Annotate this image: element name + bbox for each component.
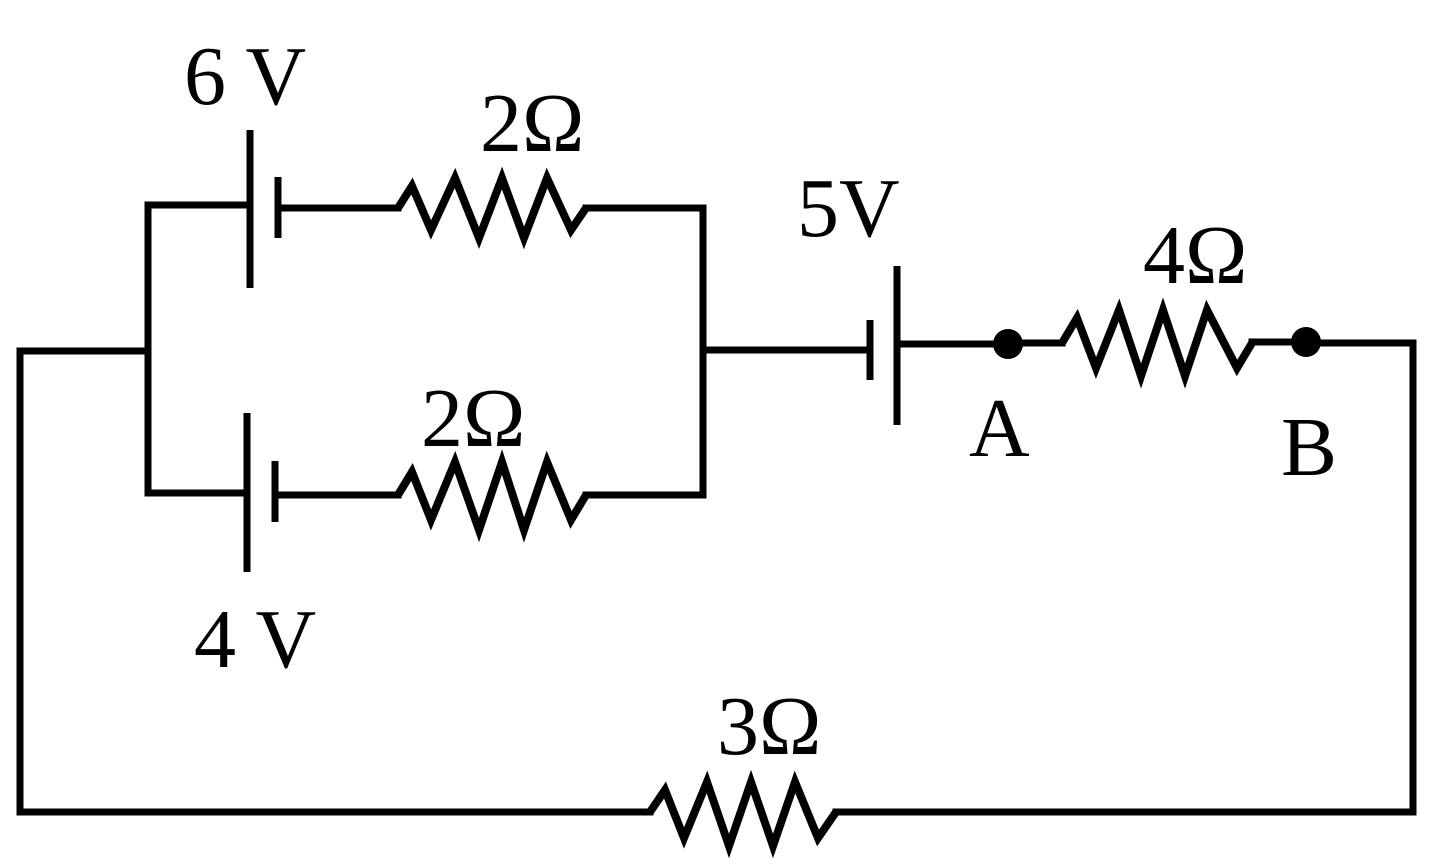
label-battery-6v: 6 V: [184, 30, 306, 123]
label-node-a: A: [969, 382, 1030, 475]
resistor-4ohm: [1058, 297, 1256, 389]
label-resistor-top: 2Ω: [480, 77, 584, 170]
wire-b-to-right-rail: [1302, 339, 1417, 816]
resistor-top-2ohm: [394, 166, 590, 250]
label-resistor-3ohm: 3Ω: [717, 680, 821, 773]
resistor-bottom-2ohm: [394, 449, 590, 543]
label-battery-5v: 5V: [797, 162, 900, 255]
label-battery-4v: 4 V: [194, 593, 316, 686]
resistor-return-3ohm: [646, 769, 840, 859]
battery-4v: [243, 413, 279, 572]
battery-6v: [246, 130, 282, 288]
label-resistor-4ohm: 4Ω: [1143, 209, 1247, 302]
wire-left-outer: [16, 347, 654, 816]
label-resistor-bottom: 2Ω: [421, 372, 525, 465]
label-node-b: B: [1281, 401, 1337, 494]
battery-5v: [866, 266, 901, 425]
